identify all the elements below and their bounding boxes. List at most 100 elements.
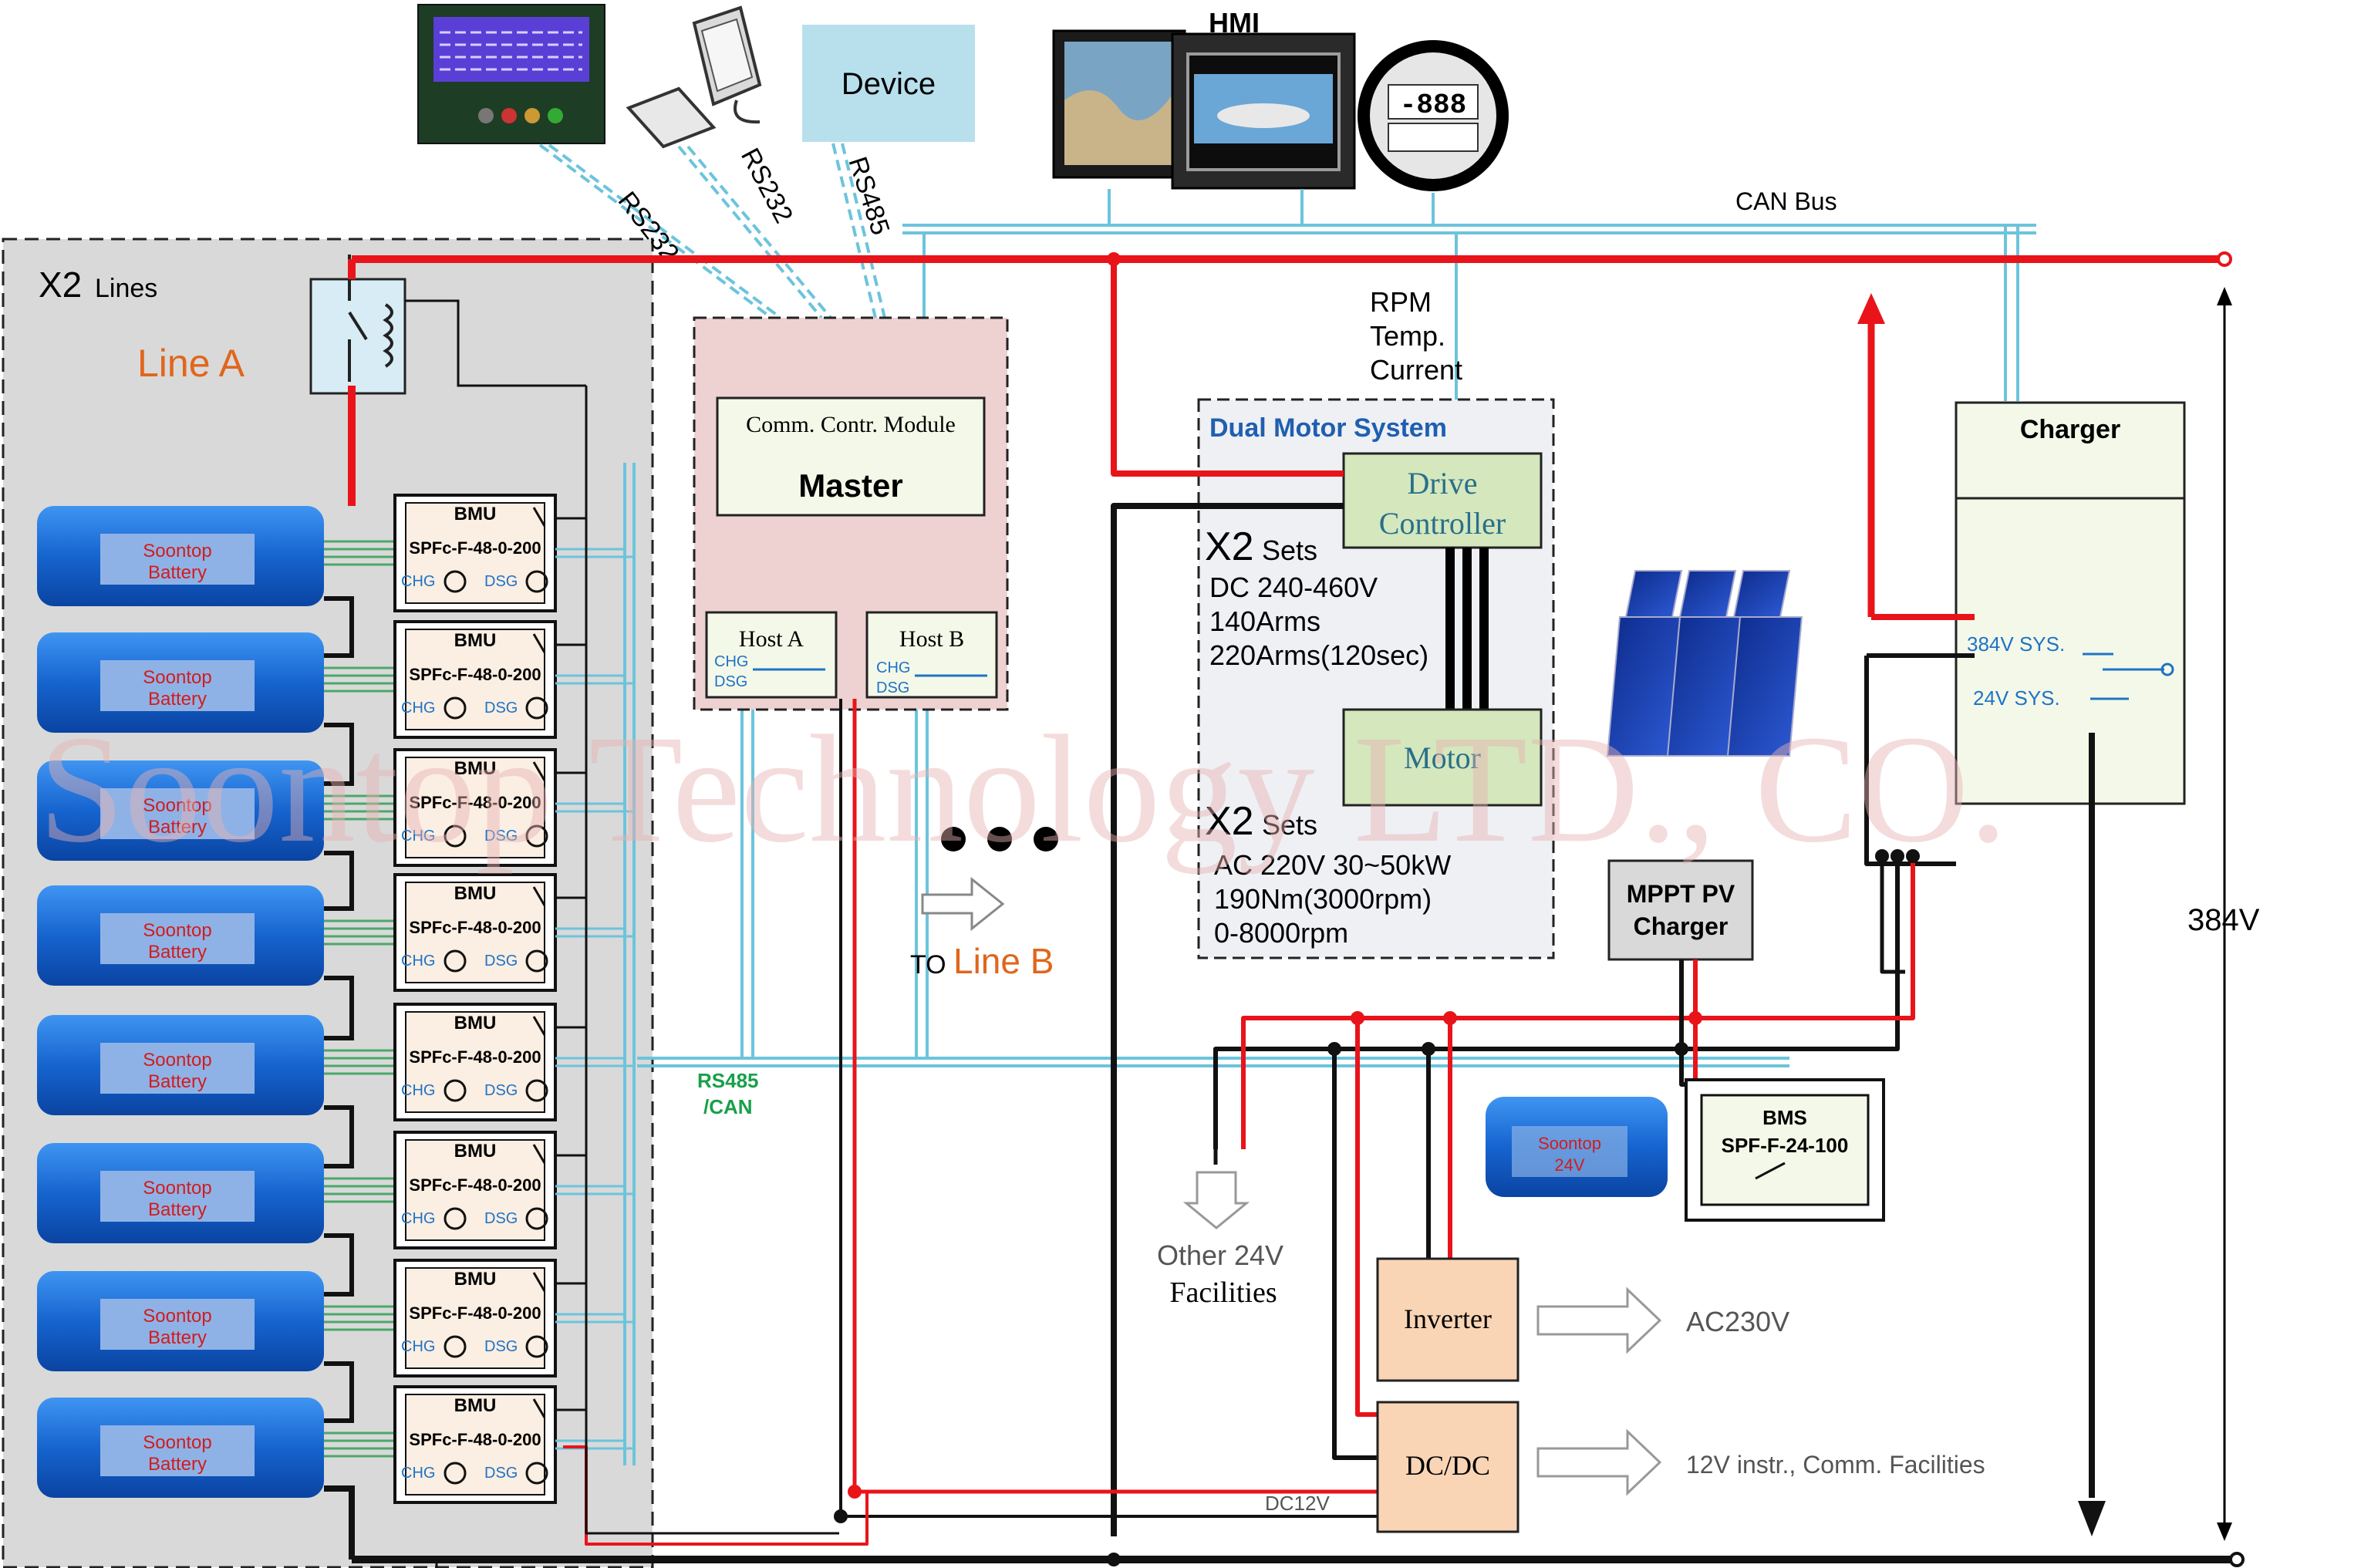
battery-label-box (100, 1425, 255, 1476)
mosfet-icon (444, 1207, 467, 1230)
battery-brand: Soontop (143, 1432, 211, 1453)
battery-brand: Soontop (143, 795, 211, 816)
mosfet-icon (444, 570, 467, 593)
bmu-dsg: DSG (484, 1082, 518, 1099)
lines-label: Lines (95, 274, 157, 303)
bmu-model: SPFc-F-48-0-200 (409, 918, 541, 937)
battery-label-box (100, 534, 255, 585)
rs485-can-label-1: RS485 (697, 1069, 759, 1092)
device-label: Device (842, 67, 936, 101)
rs485-can-label-2: /CAN (703, 1095, 753, 1118)
bmu-title: BMU (454, 758, 497, 779)
bmu-title: BMU (454, 1013, 497, 1034)
bmu-chg: CHG (401, 1082, 435, 1099)
battery-label-box (100, 1171, 255, 1222)
ac-spec-2: 190Nm(3000rpm) (1214, 883, 1432, 915)
voltage-label: 384V (2187, 903, 2260, 937)
ac-spec-3: 0-8000rpm (1214, 917, 1348, 949)
mosfet-icon (525, 824, 548, 848)
other-24v-label-1: Other 24V (1157, 1239, 1283, 1271)
battery-brand: Soontop (143, 1178, 211, 1199)
bmu-title: BMU (454, 1395, 497, 1416)
host-a-chg: CHG (714, 653, 748, 670)
rs485-label: RS485 (842, 153, 895, 239)
line-b-label: Line B (953, 941, 1054, 981)
battery-name: Battery (148, 942, 207, 963)
battery-label-box (100, 660, 255, 711)
host-a-label: Host A (739, 626, 804, 652)
bmu-dsg: DSG (484, 1210, 518, 1227)
bmu-chg: CHG (401, 700, 435, 717)
charger-title: Charger (2020, 415, 2120, 444)
host-a-dsg: DSG (714, 673, 747, 690)
mppt-charger: MPPT PV Charger (1607, 859, 1754, 961)
bmu-chg: CHG (401, 1338, 435, 1355)
lines-x2-label: X2 (39, 265, 82, 305)
battery-name: Battery (148, 1071, 207, 1092)
battery-name: Battery (148, 1454, 207, 1475)
facilities12-label: 12V instr., Comm. Facilities (1686, 1451, 1985, 1479)
bmu-model: SPFc-F-48-0-200 (409, 1047, 541, 1067)
bmu-title: BMU (454, 883, 497, 904)
bmu-dsg: DSG (484, 700, 518, 717)
watermark: Soontop Technology LTD., CO. (39, 704, 2008, 875)
dc-sets: Sets (1262, 534, 1317, 566)
computer-icon (626, 5, 762, 149)
bmu-body (405, 882, 545, 983)
mosfet-icon (525, 1335, 548, 1358)
other-24v-label-2: Facilities (1169, 1276, 1277, 1309)
charger-384-sys: 384V SYS. (1967, 632, 2065, 656)
power-wiring (348, 251, 2245, 1568)
bmu-title: BMU (454, 1141, 497, 1162)
bmu-dsg: DSG (484, 953, 518, 969)
mosfet-icon (444, 1335, 467, 1358)
battery-brand: Soontop (143, 1050, 211, 1071)
bmu-body (405, 502, 545, 604)
comm-links (538, 143, 886, 319)
svg-text:-888: -888 (1400, 89, 1466, 121)
bmu-model: SPFc-F-48-0-200 (409, 538, 541, 558)
inverter-label: Inverter (1404, 1303, 1492, 1334)
motor-system-title: Dual Motor System (1209, 413, 1447, 443)
bmu-model: SPFc-F-48-0-200 (409, 1430, 541, 1449)
battery-brand: Soontop (143, 541, 211, 561)
more-lines-indicator: TO Line B (910, 827, 1058, 981)
inverter-block: Inverter AC230V (1376, 1257, 1789, 1382)
mppt-label-1: MPPT PV (1627, 880, 1735, 908)
bmu-title: BMU (454, 504, 497, 524)
hmi-displays: HMI -888 (1052, 7, 1509, 191)
mosfet-icon (525, 570, 548, 593)
bmu-chg: CHG (401, 828, 435, 845)
ac-spec-1: AC 220V 30~50kW (1214, 849, 1451, 881)
battery-label-box (100, 913, 255, 964)
bmu-model: SPFc-F-48-0-200 (409, 665, 541, 684)
dc-spec-2: 140Arms (1209, 605, 1320, 637)
other-24v-facilities: Other 24V Facilities (1157, 1149, 1283, 1309)
host-b-label: Host B (899, 626, 964, 652)
drive-label-2: Controller (1379, 506, 1506, 541)
mosfet-icon (444, 824, 467, 848)
to-label: TO (910, 950, 946, 980)
can-bus-label: CAN Bus (1735, 187, 1837, 215)
bmu-chg: CHG (401, 1210, 435, 1227)
dc12v-label: DC12V (1265, 1492, 1330, 1515)
host-b-chg: CHG (876, 659, 910, 676)
bmu-title: BMU (454, 1269, 497, 1290)
bmu-body (405, 1394, 545, 1496)
battery-name: Battery (148, 689, 207, 710)
rpm-label: RPM (1370, 286, 1432, 318)
lcd-display-device (417, 4, 605, 144)
bmu-dsg: DSG (484, 1465, 518, 1482)
external-device-box: Device (802, 25, 975, 142)
bmu-body (405, 629, 545, 730)
mosfet-icon (444, 696, 467, 720)
dc-x2: X2 (1205, 524, 1254, 569)
mosfet-icon (525, 949, 548, 973)
